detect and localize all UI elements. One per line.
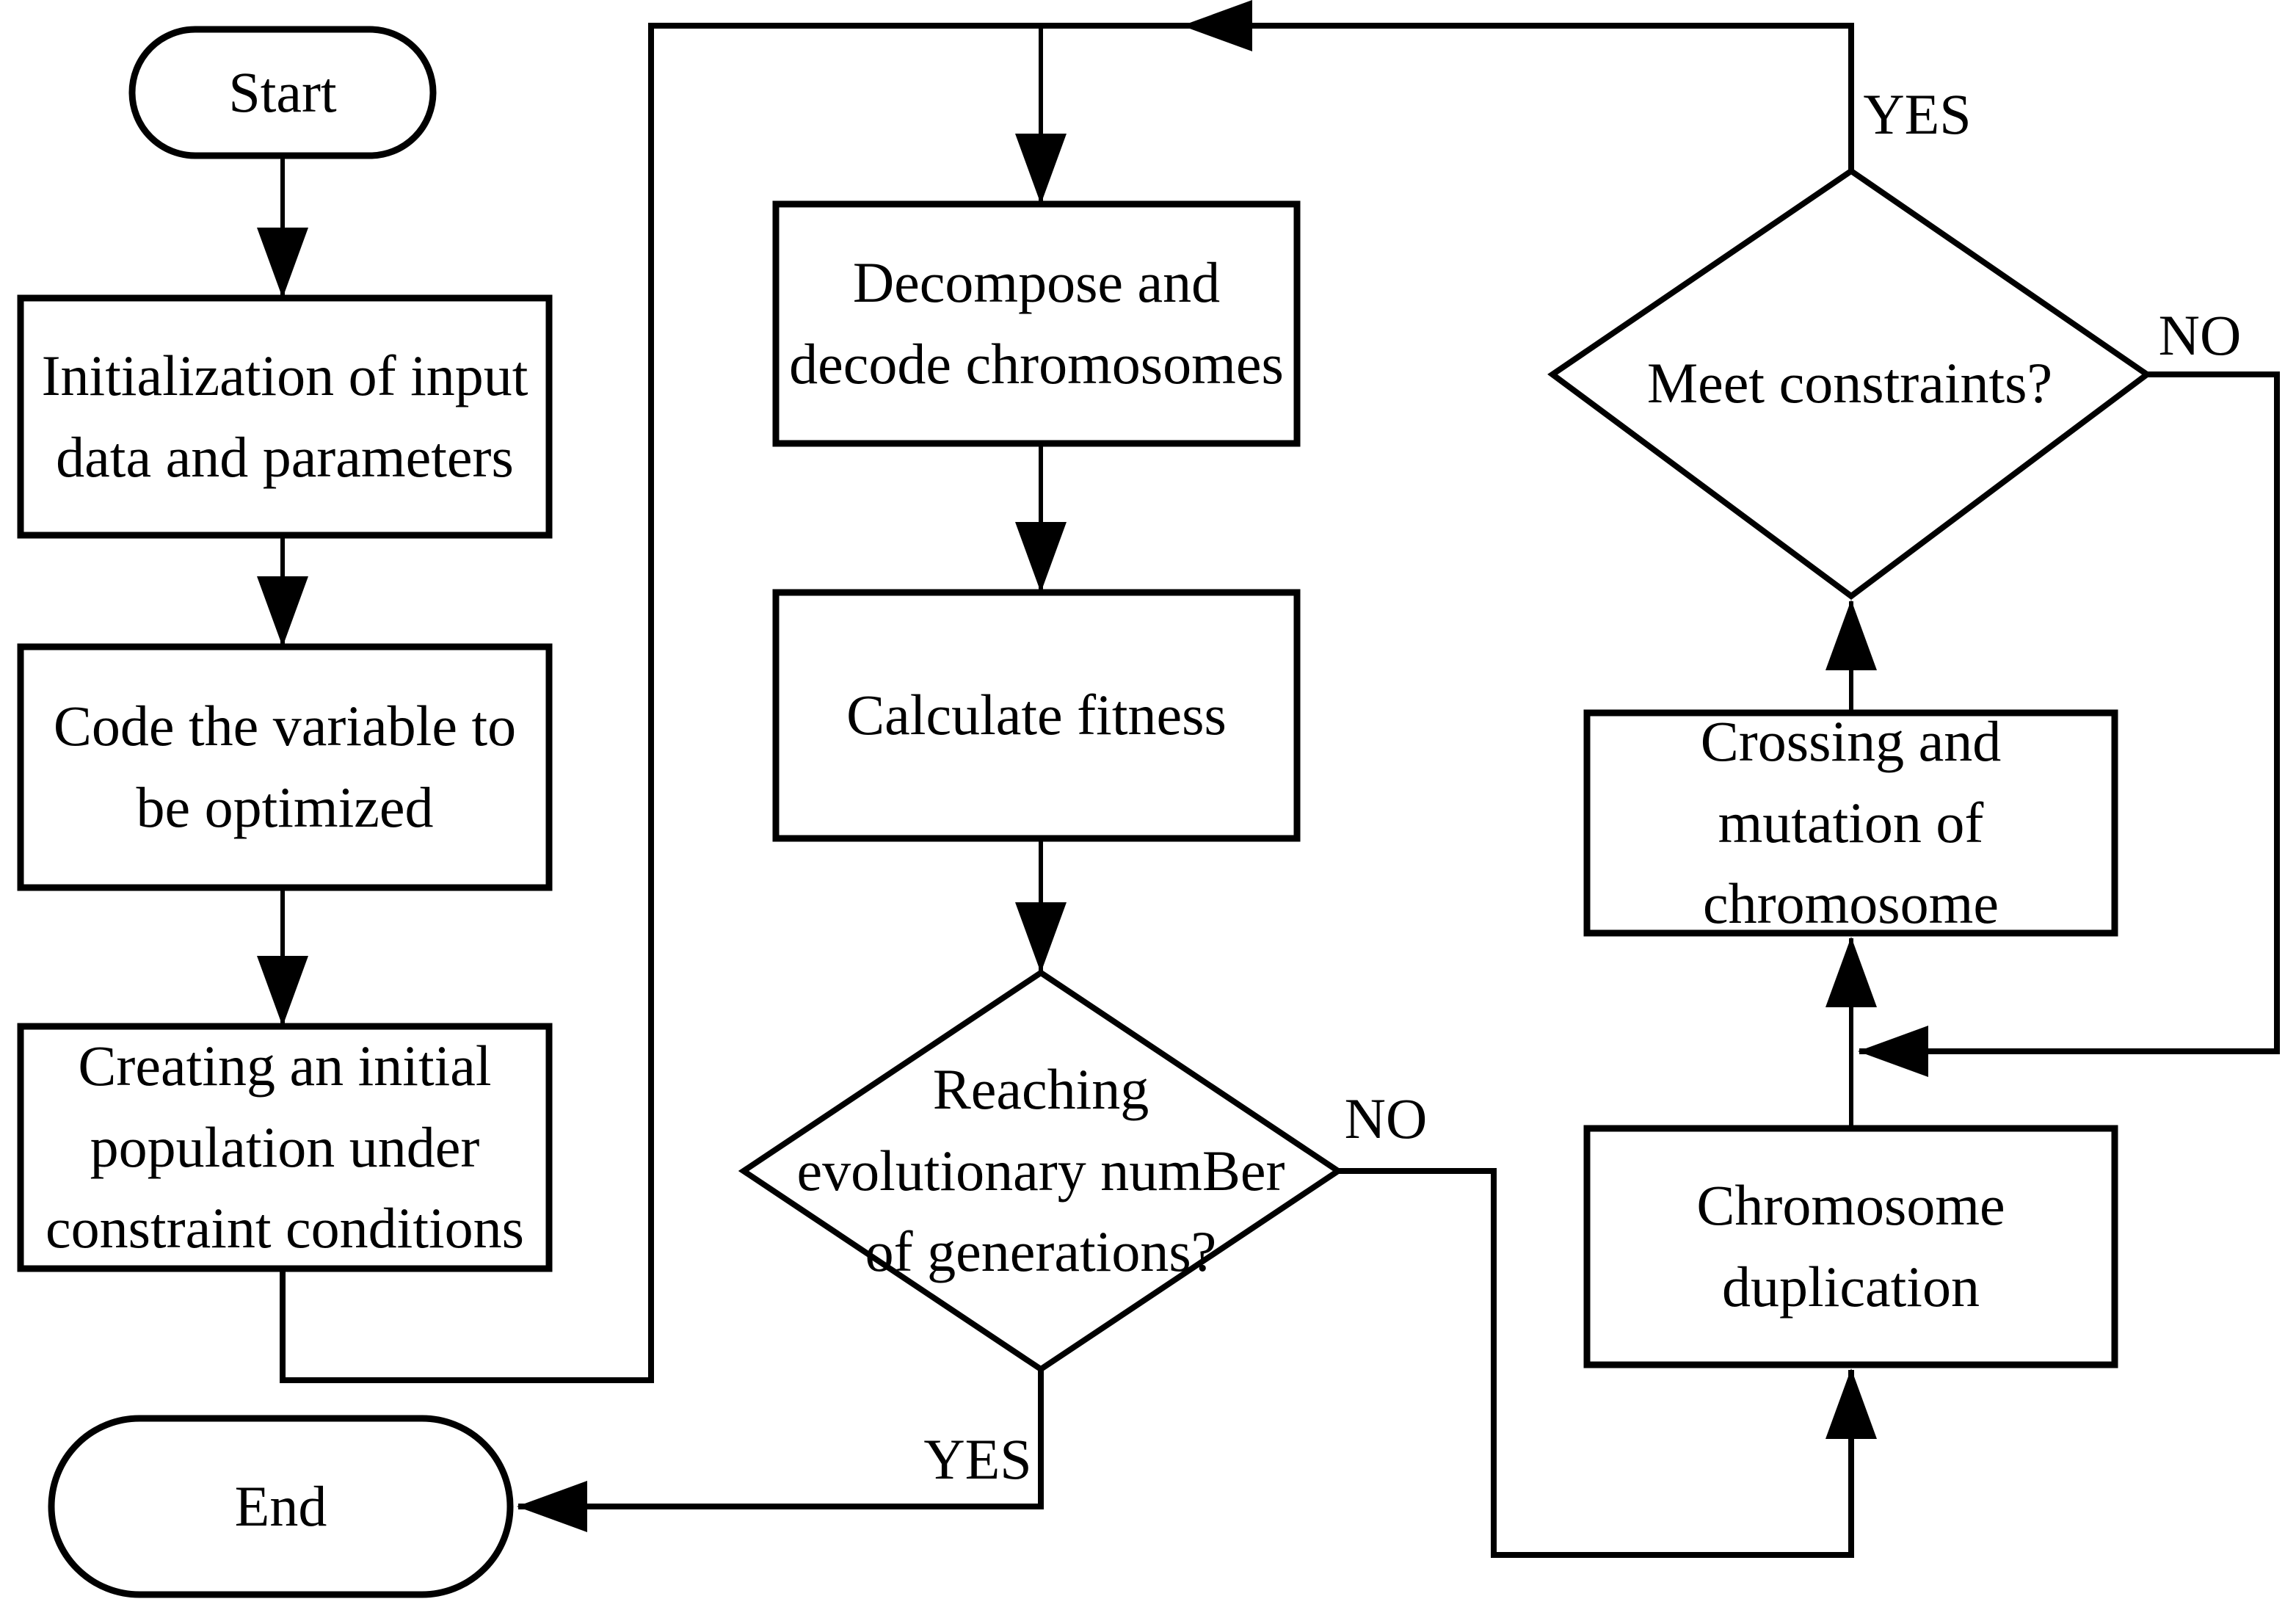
fitness-process-shape	[772, 589, 1301, 842]
crossing-process-shape	[1583, 709, 2118, 937]
code-process-shape	[17, 643, 553, 891]
edge-meet-no-feedback	[1858, 371, 2280, 1077]
reaching-decision-shape	[738, 969, 1344, 1373]
edge-reaching-no-to-duplication	[1338, 1168, 1877, 1558]
start-terminator-shape	[128, 26, 437, 159]
duplication-process-shape	[1583, 1125, 2118, 1368]
edge-reaching-yes-to-end	[517, 1369, 1044, 1532]
edge-meet-yes-feedback	[1041, 23, 1854, 171]
edge-create-loop-to-top	[280, 23, 1041, 1383]
decompose-process-shape	[772, 200, 1301, 447]
meet-decision-shape	[1547, 167, 2152, 600]
create-process-shape	[17, 1023, 553, 1272]
init-process-shape	[17, 294, 553, 539]
end-terminator-shape	[48, 1415, 514, 1598]
